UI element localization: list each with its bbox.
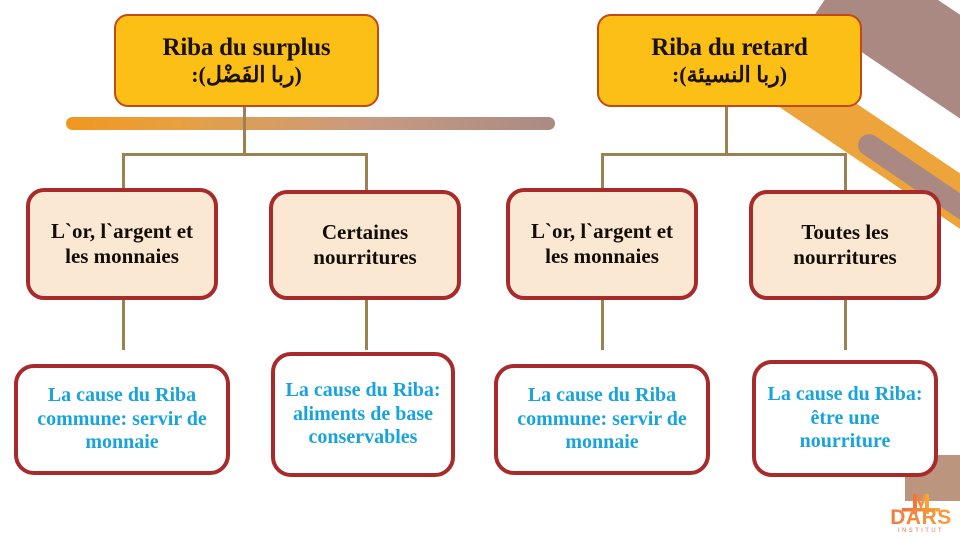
connector-left-trunk (243, 105, 246, 155)
connector-left-leaf-1 (122, 296, 125, 350)
connector-left-crossbar (122, 153, 368, 156)
connector-left-branch-1 (122, 153, 125, 191)
category-label-1: L`or, l`argent et les monnaies (50, 219, 194, 268)
connector-right-leaf-1 (601, 296, 604, 350)
category-box-3: L`or, l`argent et les monnaies (506, 188, 698, 300)
logo-subtitle: INSTITUT (897, 528, 945, 534)
header-box-riba-du-surplus: Riba du surplus (ربا الفَضْل): (114, 14, 379, 107)
category-label-4: Toutes les nourritures (793, 220, 897, 269)
connector-right-crossbar (601, 153, 847, 156)
decorative-horizontal-bar (66, 117, 555, 130)
header-box-riba-du-retard: Riba du retard (ربا النسيئة): (597, 14, 862, 107)
header-title-latin-1: Riba du surplus (162, 33, 331, 61)
cause-label-2: La cause du Riba: aliments de base conse… (285, 379, 441, 449)
logo-wordmark: DARS (884, 506, 958, 530)
category-label-2: Certaines nourritures (313, 220, 417, 269)
category-box-1: L`or, l`argent et les monnaies (26, 188, 218, 300)
cause-label-1: La cause du Riba commune: servir de monn… (37, 384, 207, 454)
cause-box-2: La cause du Riba: aliments de base conse… (271, 352, 455, 477)
cause-label-3: La cause du Riba commune: servir de monn… (517, 384, 687, 454)
connector-left-branch-2 (365, 153, 368, 191)
connector-right-leaf-2 (844, 296, 847, 350)
arch-mark-icon (902, 494, 940, 514)
cause-box-3: La cause du Riba commune: servir de monn… (494, 364, 710, 475)
brand-logo: DARS INSTITUT (884, 492, 958, 538)
connector-right-branch-1 (601, 153, 604, 191)
header-title-arabic-1: (ربا الفَضْل): (191, 61, 302, 87)
category-box-2: Certaines nourritures (269, 190, 461, 300)
connector-left-leaf-2 (365, 296, 368, 350)
connector-right-trunk (725, 105, 728, 155)
category-label-3: L`or, l`argent et les monnaies (530, 219, 674, 268)
header-title-arabic-2: (ربا النسيئة): (671, 61, 788, 87)
cause-box-4: La cause du Riba: être une nourriture (752, 360, 938, 477)
header-title-latin-2: Riba du retard (651, 33, 808, 61)
connector-right-branch-2 (844, 153, 847, 191)
cause-label-4: La cause du Riba: être une nourriture (767, 383, 923, 453)
category-box-4: Toutes les nourritures (749, 190, 941, 300)
cause-box-1: La cause du Riba commune: servir de monn… (14, 364, 230, 475)
